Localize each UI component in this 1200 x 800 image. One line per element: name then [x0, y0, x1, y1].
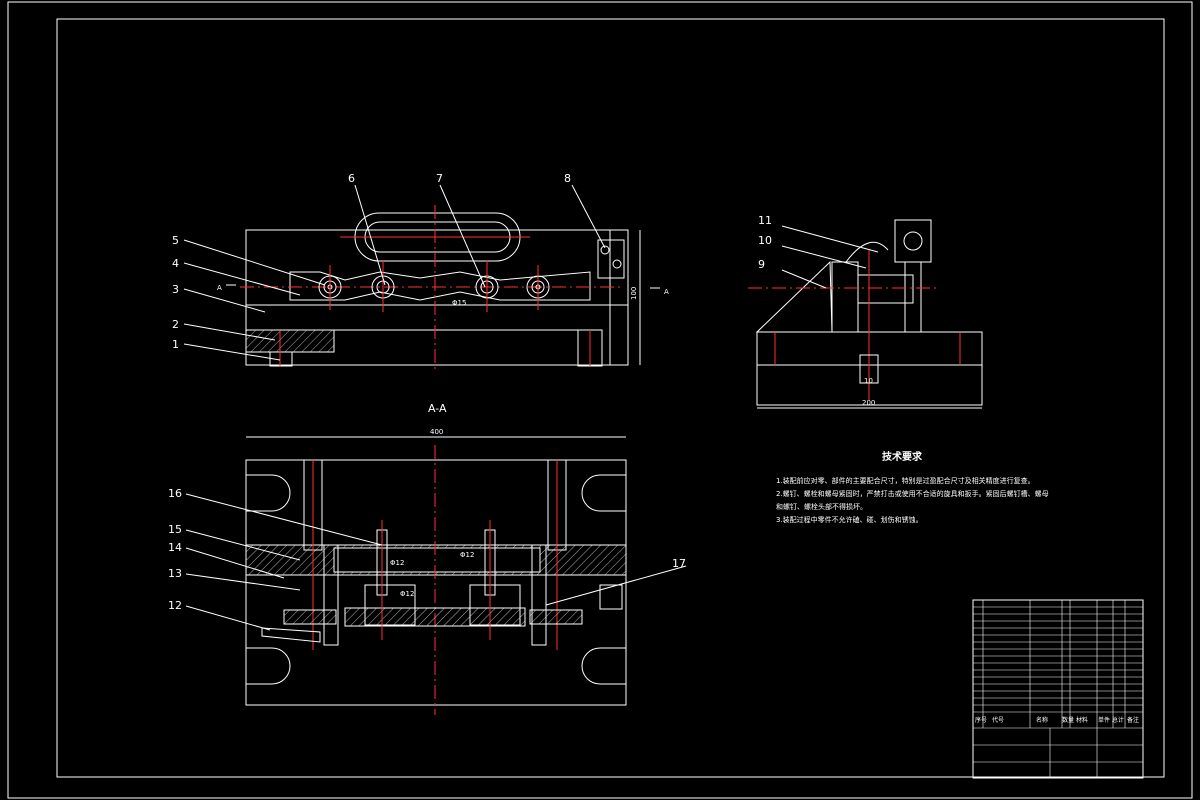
leaders-main-view	[183, 184, 606, 361]
sheet-outer-border	[7, 1, 1193, 799]
part-number-5: 5	[172, 234, 179, 247]
tech-requirement-line-4: 3.装配过程中零件不允许磕、碰、划伤和锈蚀。	[776, 515, 923, 524]
dim-width-200: 200	[862, 399, 875, 407]
part-number-11: 11	[758, 214, 772, 227]
section-view-label: A-A	[428, 402, 447, 415]
parts-list-header-remark: 备注	[1127, 716, 1139, 724]
part-number-14: 14	[168, 541, 182, 554]
part-number-15: 15	[168, 523, 182, 536]
tech-requirement-line-3: 和螺钉、螺栓头部不得损坏。	[776, 502, 867, 511]
parts-list-header-index: 序号	[975, 716, 987, 724]
dim-dia-12b: Φ12	[460, 551, 474, 559]
parts-list-header-qty: 数量	[1062, 716, 1074, 724]
parts-list-grid	[973, 600, 1143, 778]
section-view: 400 Φ12 Φ12 Φ12	[185, 428, 687, 715]
part-number-13: 13	[168, 567, 182, 580]
title-block: 序号 代号 名称 数量 材料 单件 总计 备注	[972, 599, 1144, 779]
parts-list-header-weight: 单件 总计	[1098, 716, 1124, 724]
tech-requirements: 技术要求 1.装配前应对零、部件的主要配合尺寸，特别是过盈配合尺寸及相关精度进行…	[776, 450, 1049, 524]
side-view: 200 10	[748, 219, 983, 409]
part-number-7: 7	[436, 172, 443, 185]
part-number-10: 10	[758, 234, 772, 247]
part-number-9: 9	[758, 258, 765, 271]
dim-dia-12a: Φ12	[390, 559, 404, 567]
part-number-8: 8	[564, 172, 571, 185]
parts-list-header-code: 代号	[992, 716, 1004, 724]
tech-requirement-line-1: 1.装配前应对零、部件的主要配合尺寸，特别是过盈配合尺寸及相关精度进行复查。	[776, 476, 1035, 485]
part-number-16: 16	[168, 487, 182, 500]
part-number-2: 2	[172, 318, 179, 331]
dim-dia-12c: Φ12	[400, 590, 414, 598]
tech-requirements-title: 技术要求	[882, 450, 923, 463]
dim-dia-15: Φ15	[452, 299, 466, 307]
parts-list-header-name: 名称	[1036, 716, 1048, 724]
section-mark-right: A	[664, 288, 669, 296]
part-number-6: 6	[348, 172, 355, 185]
part-number-1: 1	[172, 338, 179, 351]
tech-requirement-line-2: 2.螺钉、螺栓和螺母紧固时，严禁打击或使用不合适的旋具和扳手。紧固后螺钉槽、螺母	[776, 489, 1049, 498]
parts-list-header-material: 材料	[1076, 716, 1088, 724]
main-view: A A 100 Φ15	[217, 205, 669, 370]
part-number-17: 17	[672, 557, 686, 570]
dim-10: 10	[864, 377, 873, 385]
part-number-4: 4	[172, 257, 179, 270]
section-mark-left: A	[217, 284, 222, 292]
part-number-3: 3	[172, 283, 179, 296]
dim-width-400: 400	[430, 428, 443, 436]
dim-height-100: 100	[630, 287, 638, 300]
sheet-inner-border	[56, 18, 1165, 778]
part-number-12: 12	[168, 599, 182, 612]
